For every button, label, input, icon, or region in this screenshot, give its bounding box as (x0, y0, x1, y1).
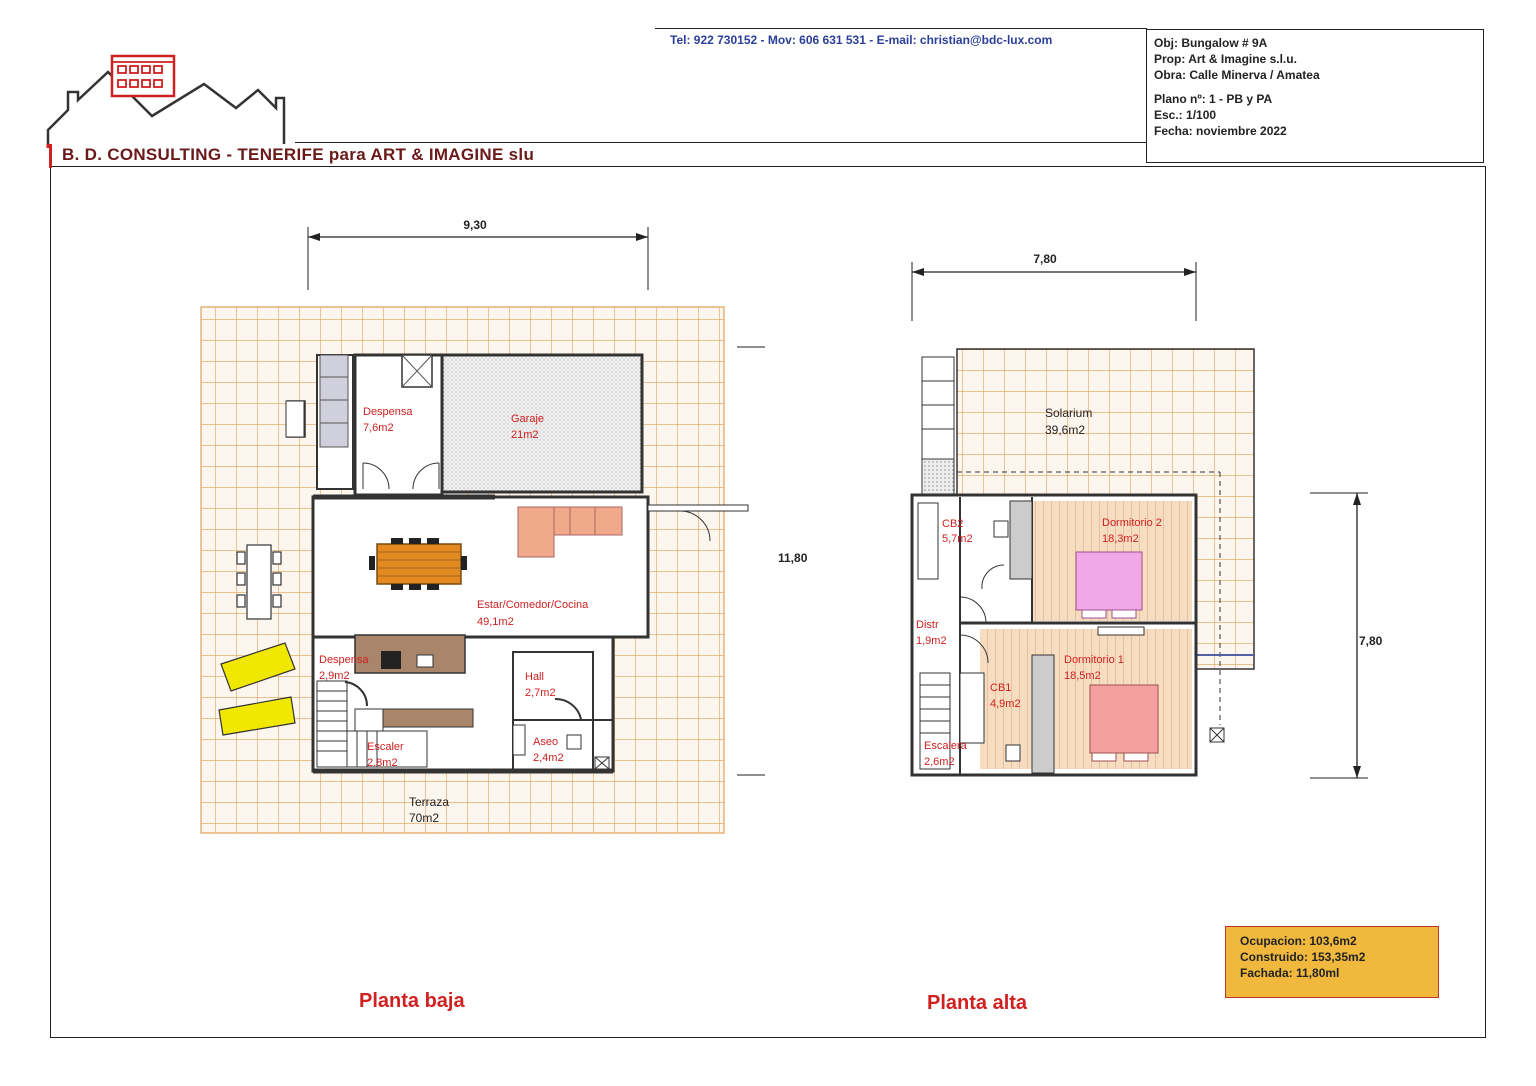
room-terraza-area: 70m2 (409, 811, 439, 825)
label-planta-baja: Planta baja (359, 990, 465, 1012)
room-cb2-name: CB2 (942, 518, 963, 530)
summary-ocupacion: Ocupacion: 103,6m2 (1240, 934, 1357, 948)
garage-floor (440, 353, 644, 494)
label-planta-alta: Planta alta (927, 992, 1028, 1014)
title-obj: Obj: Bungalow # 9A (1154, 36, 1268, 50)
sofa (517, 506, 623, 558)
title-plano: Plano nº: 1 - PB y PA (1154, 92, 1273, 106)
room-escalera-area: 2,6m2 (924, 756, 955, 768)
room-despensa2-name: Despensa (319, 654, 369, 666)
dim-depth-upper-label: 7,80 (1359, 634, 1383, 648)
title-prop: Prop: Art & Imagine s.l.u. (1154, 52, 1297, 66)
room-despensa-name: Despensa (363, 406, 413, 418)
room-solarium-area: 39,6m2 (1045, 423, 1085, 437)
room-garaje-name: Garaje (511, 413, 544, 425)
dim-width-upper: 7,80 (911, 252, 1197, 321)
dim-depth-label: 11,80 (778, 551, 808, 565)
room-cb1-area: 4,9m2 (990, 698, 1021, 710)
room-aseo-name: Aseo (533, 736, 558, 748)
room-distr-area: 1,9m2 (916, 635, 947, 647)
header-rule-left (295, 142, 1147, 143)
summary-construido: Construido: 153,35m2 (1240, 950, 1366, 964)
summary-fachada: Fachada: 11,80ml (1240, 966, 1340, 980)
company-logo (46, 54, 286, 148)
room-despensa2-area: 2,9m2 (319, 670, 350, 682)
room-despensa-area: 7,6m2 (363, 422, 394, 434)
dim-width-upper-label: 7,80 (1033, 252, 1057, 266)
room-estar-name: Estar/Comedor/Cocina (477, 599, 589, 611)
room-hall-area: 2,7m2 (525, 687, 556, 699)
title-obra: Obra: Calle Minerva / Amatea (1154, 68, 1320, 82)
company-name: B. D. CONSULTING - TENERIFE para ART & I… (62, 145, 535, 164)
title-block: Obj: Bungalow # 9A Prop: Art & Imagine s… (1146, 29, 1484, 163)
summary-box: Ocupacion: 103,6m2 Construido: 153,35m2 … (1225, 926, 1439, 998)
dim-depth (737, 346, 765, 776)
room-garaje-area: 21m2 (511, 429, 539, 441)
title-esc: Esc.: 1/100 (1154, 108, 1217, 122)
room-cb2-area: 5,7m2 (942, 533, 973, 545)
logo-red-bar (49, 144, 52, 168)
room-hall-name: Hall (525, 671, 544, 683)
room-distr-name: Distr (916, 619, 939, 631)
room-estar-area: 49,1m2 (477, 616, 514, 628)
outdoor-table (236, 544, 282, 620)
dim-width: 9,30 (307, 218, 649, 290)
contact-line: Tel: 922 730152 - Mov: 606 631 531 - E-m… (670, 33, 1053, 47)
room-dormitorio1-area: 18,5m2 (1064, 670, 1101, 682)
room-solarium-name: Solarium (1045, 406, 1092, 420)
room-aseo-area: 2,4m2 (533, 752, 564, 764)
sheet-frame (50, 166, 1486, 1038)
sun-loungers (218, 642, 296, 736)
ground-floor-plan: 9,30 (200, 218, 765, 834)
room-dormitorio2-name: Dormitorio 2 (1102, 517, 1162, 529)
dim-depth-upper (1310, 492, 1368, 779)
room-escaler-name: Escaler (367, 741, 404, 753)
bed-1 (1089, 684, 1159, 754)
room-escalera-name: Escalera (924, 740, 968, 752)
title-fecha: Fecha: noviembre 2022 (1154, 124, 1287, 138)
dim-width-label: 9,30 (463, 218, 487, 232)
room-terraza-name: Terraza (409, 795, 449, 809)
header-rule (655, 28, 1147, 29)
upper-floor-plan: 7,80 Solarium 39 (910, 252, 1368, 779)
room-dormitorio2-area: 18,3m2 (1102, 533, 1139, 545)
room-escaler-area: 2,8m2 (367, 757, 398, 769)
room-dormitorio1-name: Dormitorio 1 (1064, 654, 1124, 666)
dining-table (369, 538, 467, 590)
kitchen-island (354, 634, 466, 674)
bed-2 (1075, 551, 1143, 611)
room-cb1-name: CB1 (990, 682, 1011, 694)
